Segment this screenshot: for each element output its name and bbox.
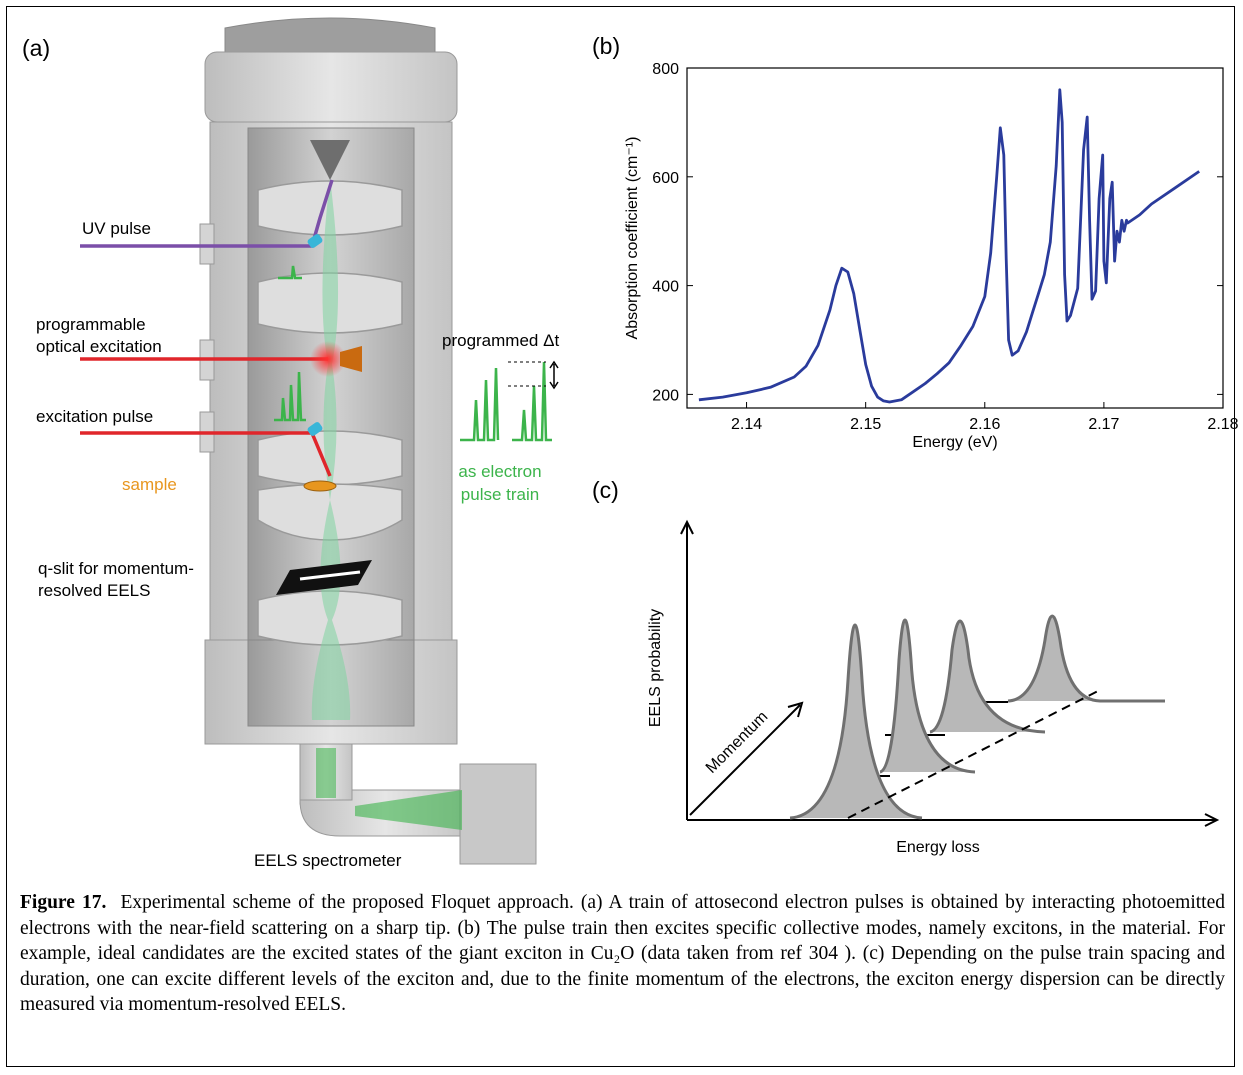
- label-electron-train-2: pulse train: [461, 485, 539, 504]
- lens-stack: [257, 180, 403, 646]
- laser-spot: [310, 341, 346, 377]
- y-axis-arrow: [680, 519, 694, 820]
- dt-guides: [508, 361, 546, 387]
- legend-train-1: [460, 367, 500, 442]
- label-excitation-pulse: excitation pulse: [36, 407, 153, 426]
- x-axis-arrow: [687, 813, 1220, 827]
- label-sample: sample: [122, 475, 177, 494]
- figure-caption: Figure 17. Experimental scheme of the pr…: [20, 890, 1225, 1018]
- y-tick-label: 200: [652, 387, 679, 404]
- figure-canvas: (a): [22, 17, 1239, 870]
- eels-spectrometer: [299, 743, 537, 865]
- port-uv: [199, 223, 215, 265]
- x-tick-label: 2.16: [969, 416, 1000, 433]
- label-electron-train-1: as electron: [458, 462, 541, 481]
- column-cap: [204, 51, 458, 123]
- caption-text: Experimental scheme of the proposed Floq…: [20, 892, 1226, 1015]
- eels-peak-2: [879, 618, 976, 774]
- dispersion-line: [847, 689, 1101, 819]
- sample-disk: [303, 480, 337, 492]
- x-axis-label: Energy (eV): [912, 434, 997, 451]
- label-qslit-2: resolved EELS: [38, 581, 150, 600]
- spectrometer-box: [459, 763, 537, 865]
- y-axis-label: Absorption coefficient (cm⁻¹): [624, 137, 641, 340]
- y-tick-label: 400: [652, 279, 679, 296]
- x-tick-label: 2.15: [850, 416, 881, 433]
- panel-a-label: (a): [22, 35, 50, 61]
- label-programmed-dt: programmed Δt: [442, 331, 559, 350]
- tip-cone: [340, 346, 362, 372]
- y-tick-label: 800: [652, 61, 679, 78]
- chart-ticks: 2.14 2.15 2.16 2.17 2.18 200 400 600 800: [652, 61, 1238, 433]
- q-slit-gap: [299, 570, 361, 581]
- label-eels-spectrometer: EELS spectrometer: [254, 851, 402, 870]
- single-pulse-icon: [278, 265, 302, 280]
- pulse-train-legend: [460, 360, 559, 442]
- caption-figure-number: Figure 17.: [20, 892, 107, 913]
- emitter-tip: [310, 140, 350, 180]
- column-cap-top: [224, 17, 436, 56]
- eels-peak-3: [929, 619, 1046, 734]
- pulse-train-icon: [274, 371, 306, 422]
- x-tick-label: 2.17: [1088, 416, 1119, 433]
- excitation-mirror: [307, 422, 323, 436]
- label-qslit-1: q-slit for momentum-: [38, 559, 194, 578]
- eels-peaks: [789, 614, 1165, 820]
- panel-c-label: (c): [592, 477, 619, 503]
- panel-b: (b) 2.14 2.15 2.16 2.17 2.18 200 400 600 800 Ene…: [592, 33, 1239, 451]
- eels-peak-4: [1007, 614, 1165, 703]
- panel-b-label: (b): [592, 33, 620, 59]
- label-programmable: programmable: [36, 315, 146, 334]
- spectrometer-beam-vertical: [316, 748, 336, 798]
- momentum-arrow: [689, 701, 804, 816]
- microscope-column: [204, 17, 458, 745]
- figure-frame: [6, 6, 1235, 1067]
- chart-frame: [686, 67, 1224, 409]
- panel-c: (c) Momentum Energy loss EELS probabilit…: [592, 477, 1220, 856]
- eels-peak-1: [789, 623, 923, 820]
- x-tick-label: 2.14: [731, 416, 762, 433]
- dt-arrow: [549, 360, 559, 390]
- energy-loss-label: Energy loss: [896, 839, 980, 856]
- legend-train-2: [512, 361, 552, 442]
- panel-a: (a): [22, 17, 559, 870]
- x-tick-label: 2.18: [1207, 416, 1238, 433]
- label-uv-pulse: UV pulse: [82, 219, 151, 238]
- uv-mirror: [307, 234, 323, 248]
- y-tick-label: 600: [652, 170, 679, 187]
- uv-beam: [80, 179, 334, 248]
- label-optical-excitation: optical excitation: [36, 337, 162, 356]
- spectrometer-beam: [355, 790, 462, 830]
- eels-probability-label: EELS probability: [647, 609, 664, 727]
- absorption-series-line: [698, 88, 1200, 404]
